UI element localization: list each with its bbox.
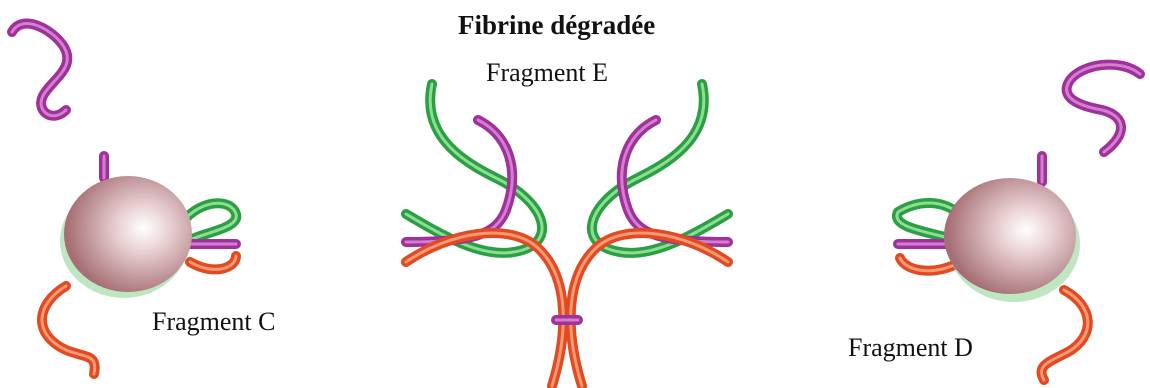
fragment-d-globule — [944, 178, 1076, 294]
free-purple-chain-left — [12, 24, 67, 116]
fragment-e-label: Fragment E — [486, 58, 608, 88]
fragment-c-globule — [64, 176, 192, 292]
diagram-title: Fibrine dégradée — [458, 10, 655, 41]
free-purple-chain-right — [1067, 65, 1140, 152]
green-chain — [406, 84, 542, 253]
green-chain — [592, 84, 728, 253]
green-chain — [186, 203, 236, 240]
fragment-c-label: Fragment C — [152, 307, 276, 337]
fragment-d-label: Fragment D — [848, 333, 973, 363]
red-chain — [571, 233, 728, 386]
purple-chain — [1067, 65, 1140, 152]
fragment-e-group — [406, 84, 728, 386]
red-chain — [406, 233, 563, 386]
